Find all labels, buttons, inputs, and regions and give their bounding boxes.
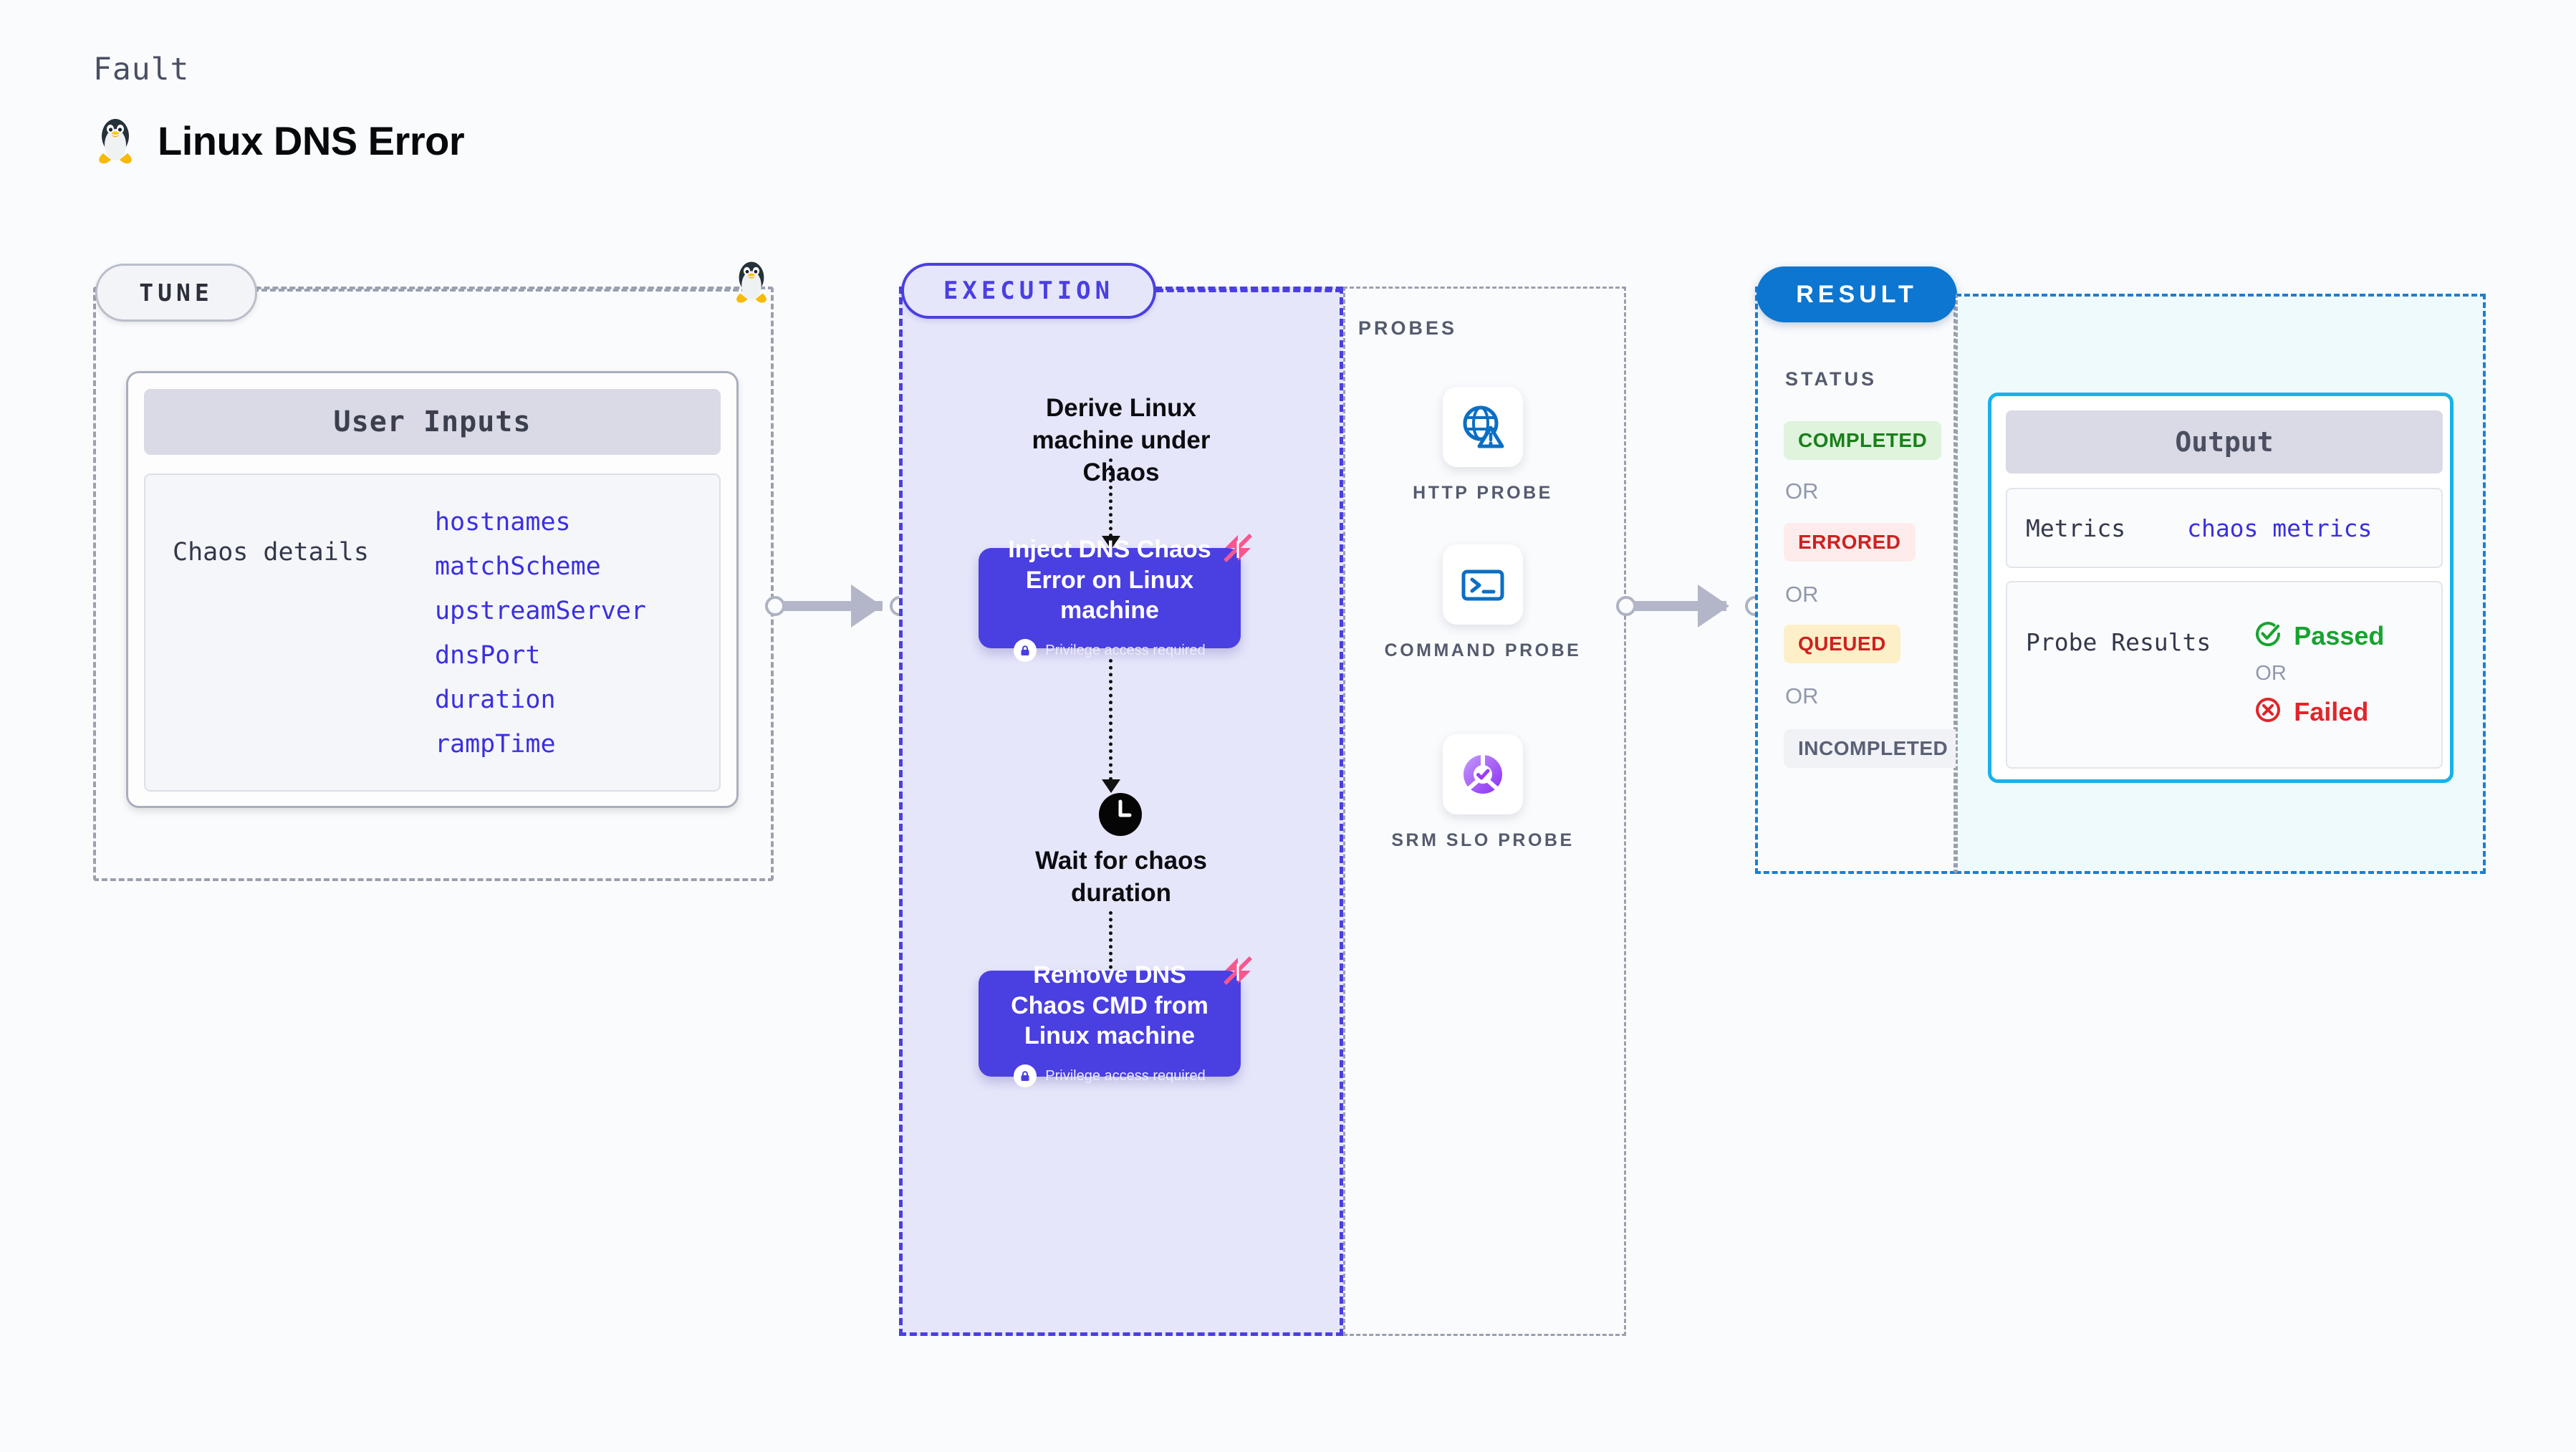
probe-results-values: Passed OR Failed — [2254, 620, 2384, 767]
status-or-2: OR — [1785, 582, 1819, 607]
inject-step-privilege-note: Privilege access required — [1014, 639, 1206, 663]
status-badge-errored: ERRORED — [1784, 523, 1916, 562]
connector-arrow-probes-result — [1698, 585, 1729, 628]
execution-top-dash-line — [1156, 289, 1342, 292]
param-dnsport[interactable]: dnsPort — [434, 641, 541, 670]
linux-penguin-icon — [93, 115, 138, 166]
probe-result-failed-label: Failed — [2294, 696, 2369, 726]
probe-result-or: OR — [2255, 662, 2287, 685]
status-badge-completed: COMPLETED — [1784, 421, 1942, 460]
lock-icon — [1014, 639, 1037, 663]
metrics-value[interactable]: chaos metrics — [2187, 514, 2373, 542]
output-header: Output — [2006, 410, 2443, 473]
execution-step-remove[interactable]: Remove DNS Chaos CMD from Linux machine … — [979, 956, 1252, 1088]
flow-arrow-1 — [1102, 536, 1120, 549]
connector-arrow-tune-exec — [851, 585, 883, 628]
status-badge-queued: QUEUED — [1784, 625, 1900, 663]
remove-step-title: Remove DNS Chaos CMD from Linux machine — [1011, 961, 1208, 1050]
param-ramptime[interactable]: rampTime — [434, 730, 556, 759]
metrics-row: Metrics chaos metrics — [2006, 488, 2443, 568]
user-inputs-header: User Inputs — [144, 389, 721, 455]
clock-icon — [1097, 792, 1143, 841]
harness-chaos-icon — [1219, 952, 1259, 996]
flow-connector-1 — [1109, 458, 1112, 537]
linux-penguin-icon — [731, 258, 772, 309]
chaos-details-box: Chaos details hostnames matchScheme upst… — [144, 473, 721, 792]
status-label: STATUS — [1785, 368, 1877, 390]
srm-slo-gauge-icon — [1443, 734, 1523, 814]
probes-section-label: PROBES — [1358, 317, 1458, 339]
param-duration[interactable]: duration — [434, 686, 556, 714]
probe-result-passed-label: Passed — [2294, 620, 2385, 650]
metrics-label: Metrics — [2026, 514, 2126, 542]
execution-step-wait: Wait for chaos duration — [1035, 847, 1207, 907]
inject-step-note-text: Privilege access required — [1045, 642, 1206, 658]
inject-step-title: Inject DNS Chaos Error on Linux machine — [1008, 535, 1211, 625]
page-title: Linux DNS Error — [158, 117, 465, 163]
page-title-row: Linux DNS Error — [93, 115, 465, 166]
flow-arrow-2 — [1102, 779, 1120, 793]
probe-command-label: COMMAND PROBE — [1384, 640, 1582, 660]
probe-srm-slo[interactable]: SRM SLO PROBE — [1379, 734, 1587, 852]
probe-srm-slo-label: SRM SLO PROBE — [1391, 830, 1575, 850]
result-panel — [1755, 287, 1956, 874]
param-upstreamserver[interactable]: upstreamServer — [434, 597, 646, 625]
status-or-3: OR — [1785, 683, 1819, 708]
probe-result-failed: Failed — [2254, 696, 2384, 728]
globe-warning-icon — [1443, 387, 1523, 467]
execution-step-inject[interactable]: Inject DNS Chaos Error on Linux machine … — [979, 534, 1252, 663]
harness-chaos-icon — [1219, 529, 1259, 573]
tune-panel — [93, 287, 774, 881]
param-matchscheme[interactable]: matchScheme — [434, 552, 601, 581]
probe-results-row: Probe Results Passed OR — [2006, 581, 2443, 769]
flow-connector-2 — [1109, 659, 1112, 781]
chaos-details-label: Chaos details — [173, 538, 369, 567]
page-kicker: Fault — [93, 52, 190, 87]
check-circle-icon — [2254, 620, 2282, 652]
status-or-1: OR — [1785, 479, 1819, 504]
tune-chip[interactable]: TUNE — [95, 264, 257, 322]
probe-results-label: Probe Results — [2026, 628, 2211, 656]
param-hostnames[interactable]: hostnames — [434, 508, 571, 537]
probes-panel-left-border — [1343, 287, 1345, 1336]
tune-top-dash-line — [253, 289, 747, 292]
flow-connector-3 — [1109, 911, 1112, 976]
execution-step-derive: Derive Linux machine under Chaos — [1032, 394, 1211, 486]
remove-step-note-text: Privilege access required — [1045, 1067, 1206, 1084]
probe-command[interactable]: COMMAND PROBE — [1379, 544, 1587, 663]
probe-result-passed: Passed — [2254, 620, 2384, 652]
execution-chip[interactable]: EXECUTION — [901, 263, 1156, 319]
terminal-prompt-icon — [1443, 544, 1523, 625]
probe-http[interactable]: HTTP PROBE — [1379, 387, 1587, 505]
probe-http-label: HTTP PROBE — [1413, 483, 1553, 503]
status-badge-incompleted: INCOMPLETED — [1784, 729, 1963, 768]
x-circle-icon — [2254, 696, 2282, 728]
chaos-params-list: hostnames matchScheme upstreamServer dns… — [435, 508, 646, 790]
remove-step-privilege-note: Privilege access required — [1014, 1064, 1206, 1088]
output-card: Output Metrics chaos metrics Probe Resul… — [1988, 393, 2454, 783]
result-chip[interactable]: RESULT — [1756, 266, 1957, 322]
user-inputs-card: User Inputs Chaos details hostnames matc… — [126, 371, 739, 808]
lock-icon — [1014, 1064, 1037, 1088]
